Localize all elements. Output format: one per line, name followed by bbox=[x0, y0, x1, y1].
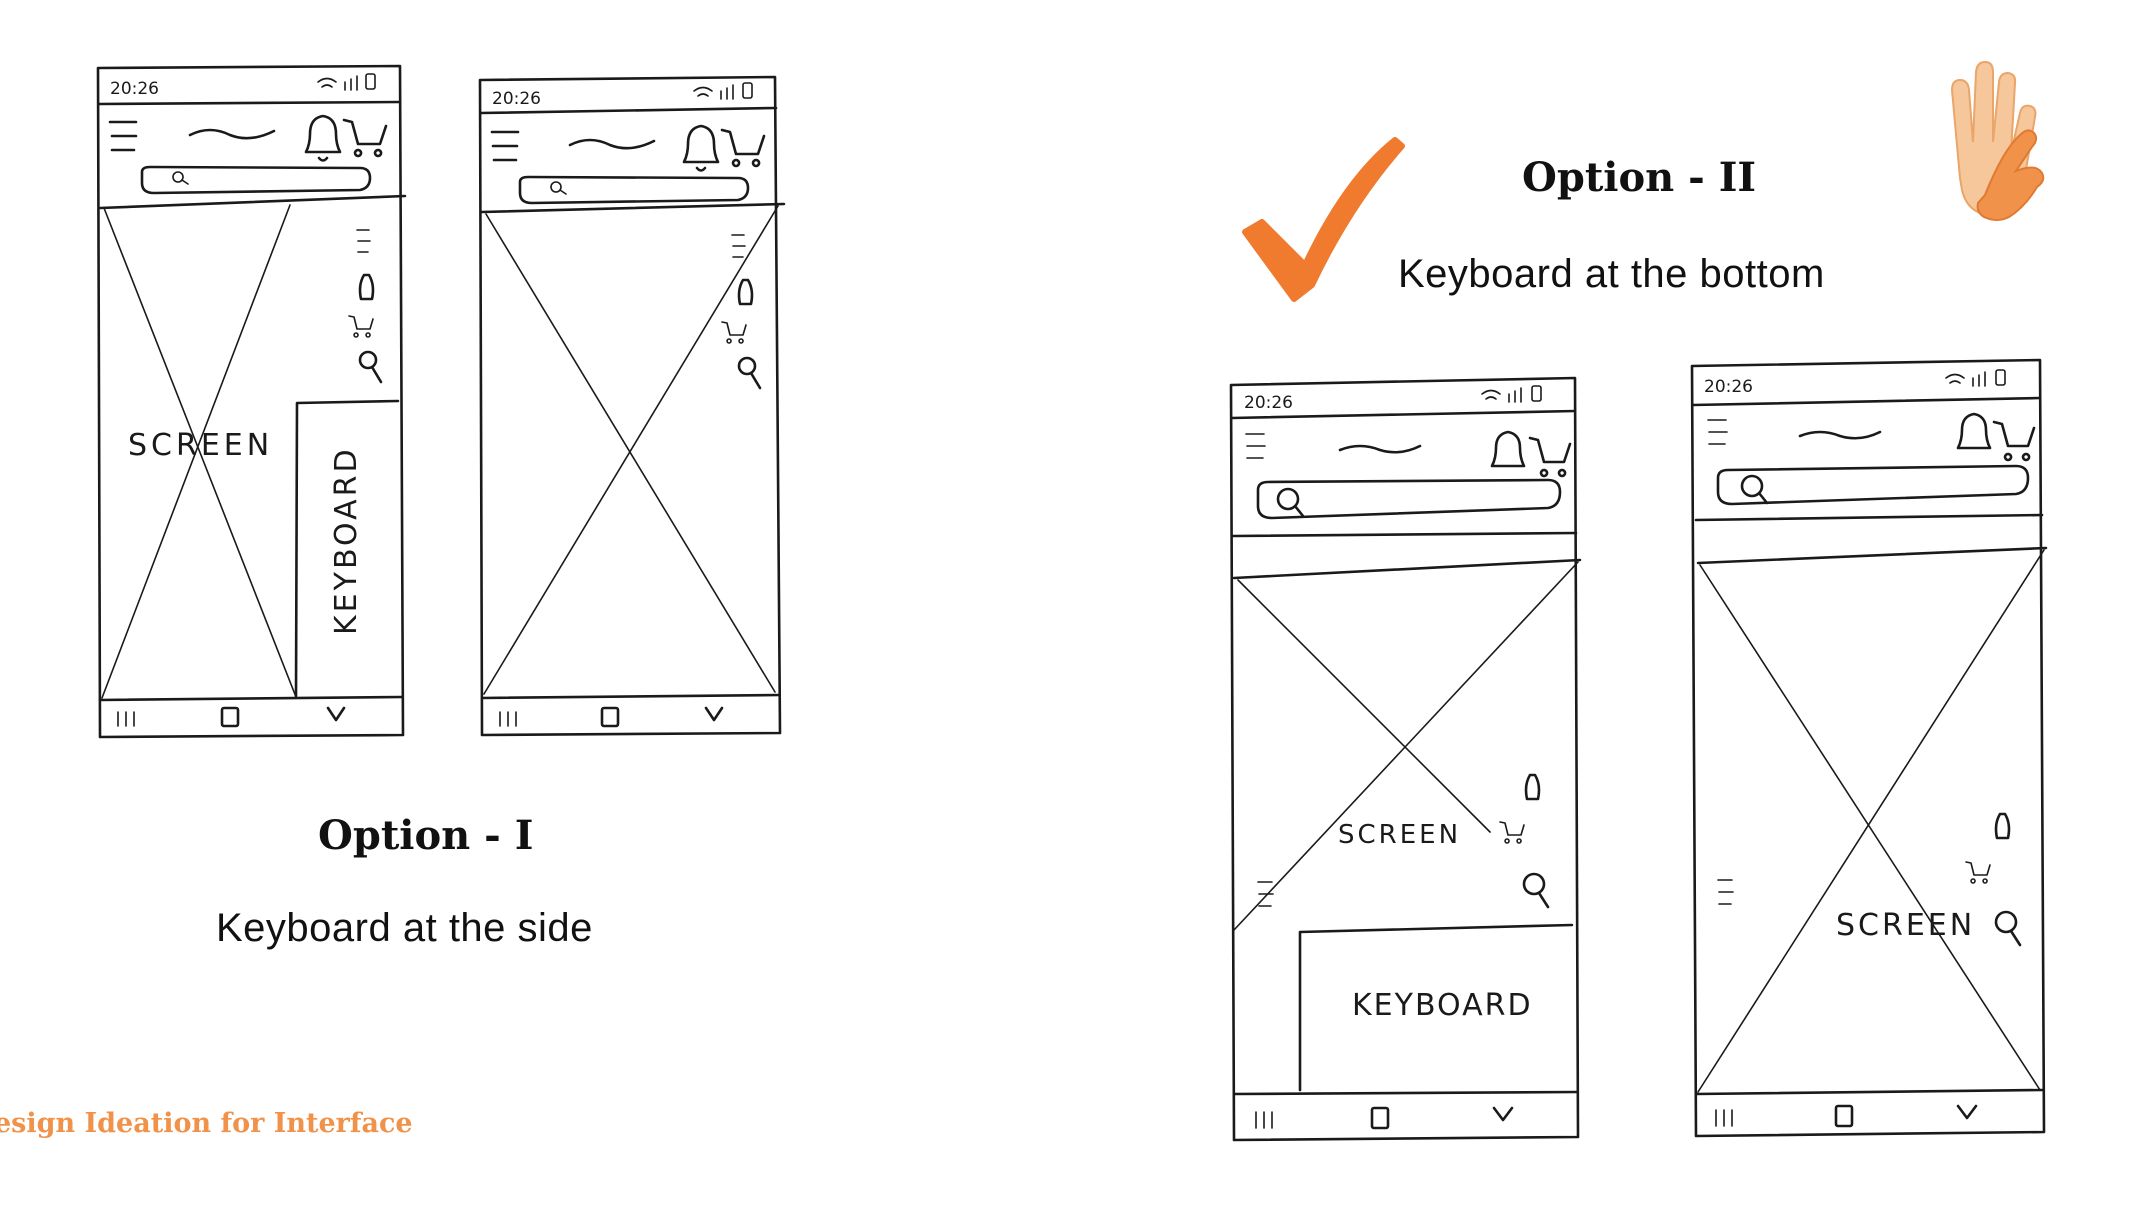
option1-title: Option - I bbox=[318, 812, 534, 859]
footer-caption: esign Ideation for Interface bbox=[0, 1108, 413, 1139]
side-icons bbox=[348, 229, 383, 384]
bell-icon bbox=[304, 114, 342, 162]
header-divider bbox=[1232, 558, 1582, 580]
screen-label: SCREEN bbox=[128, 428, 273, 463]
wireframe-option2-alt: 20:26 SCREEN bbox=[1690, 358, 2048, 1138]
bell-icon bbox=[1490, 430, 1526, 468]
placeholder-cross-1 bbox=[1237, 579, 1491, 833]
nav-bar bbox=[1715, 1104, 1978, 1128]
search-bar bbox=[1256, 478, 1562, 520]
placeholder-cross-2 bbox=[1697, 549, 2045, 1093]
wireframe-option1-keyboard-side: 20:26 SCREEN KEYBOARD bbox=[96, 64, 407, 739]
nav-bar bbox=[117, 706, 346, 728]
screen-label: SCREEN bbox=[1836, 908, 1975, 943]
nav-bar bbox=[499, 706, 724, 728]
side-icons bbox=[1717, 812, 2022, 947]
option2-title: Option - II bbox=[1522, 154, 1757, 201]
wireframe-option1-alt: 20:26 bbox=[478, 75, 786, 737]
bell-icon bbox=[1956, 412, 1992, 450]
side-icons bbox=[1257, 773, 1550, 909]
nav-divider bbox=[98, 695, 404, 702]
logo-squiggle bbox=[1798, 430, 1882, 440]
status-icons bbox=[317, 73, 376, 91]
status-icons bbox=[1481, 385, 1542, 403]
keyboard-label: KEYBOARD bbox=[329, 446, 364, 635]
menu-icon bbox=[1245, 433, 1266, 459]
search-icon bbox=[1276, 487, 1300, 511]
nav-bar bbox=[1255, 1106, 1514, 1130]
status-time: 20:26 bbox=[1704, 377, 1753, 397]
cart-icon bbox=[1992, 420, 2036, 462]
cart-icon bbox=[720, 128, 766, 168]
option1-subtitle: Keyboard at the side bbox=[216, 906, 593, 950]
search-icon bbox=[172, 171, 184, 183]
header-divider-top bbox=[1694, 513, 2044, 522]
status-time: 20:26 bbox=[492, 89, 541, 109]
raised-hands-icon bbox=[1950, 60, 2045, 221]
status-icons bbox=[1945, 369, 2006, 387]
status-time: 20:26 bbox=[110, 79, 159, 99]
search-bar bbox=[518, 175, 750, 205]
cart-icon bbox=[342, 118, 388, 158]
placeholder-cross-2 bbox=[1233, 561, 1579, 931]
keyboard-region bbox=[294, 399, 400, 698]
logo-squiggle bbox=[568, 138, 656, 150]
wireframe-option2-keyboard-bottom: 20:26 SCREEN KEYBOAR bbox=[1229, 376, 1582, 1142]
nav-divider bbox=[1232, 1090, 1579, 1096]
status-time: 20:26 bbox=[1244, 393, 1293, 413]
placeholder-cross-2 bbox=[101, 204, 291, 699]
header-divider-top bbox=[1231, 531, 1578, 538]
nav-divider bbox=[1694, 1088, 2044, 1096]
logo-squiggle bbox=[1338, 444, 1422, 454]
check-mark-icon bbox=[1242, 137, 1405, 302]
cart-icon bbox=[1528, 436, 1572, 478]
header-divider bbox=[1696, 546, 2048, 565]
placeholder-cross-1 bbox=[103, 207, 297, 698]
placeholder-cross-2 bbox=[483, 205, 779, 695]
search-icon bbox=[1740, 474, 1764, 498]
search-icon bbox=[550, 181, 562, 193]
menu-icon bbox=[490, 130, 520, 162]
side-icons bbox=[721, 234, 762, 390]
placeholder-cross-1 bbox=[1699, 564, 2041, 1091]
option2-subtitle: Keyboard at the bottom bbox=[1398, 252, 1825, 296]
bell-icon bbox=[682, 124, 720, 172]
placeholder-cross-1 bbox=[485, 213, 776, 693]
search-bar bbox=[1716, 464, 2030, 506]
nav-divider bbox=[480, 693, 781, 700]
header-divider bbox=[480, 202, 786, 214]
header-divider bbox=[98, 194, 407, 210]
keyboard-label: KEYBOARD bbox=[1352, 988, 1533, 1023]
logo-squiggle bbox=[188, 128, 276, 140]
menu-icon bbox=[108, 120, 138, 152]
keyboard-region bbox=[1298, 923, 1574, 1092]
search-bar bbox=[140, 165, 372, 195]
screen-label: SCREEN bbox=[1338, 820, 1461, 850]
menu-icon bbox=[1707, 419, 1728, 445]
status-icons bbox=[693, 82, 753, 100]
